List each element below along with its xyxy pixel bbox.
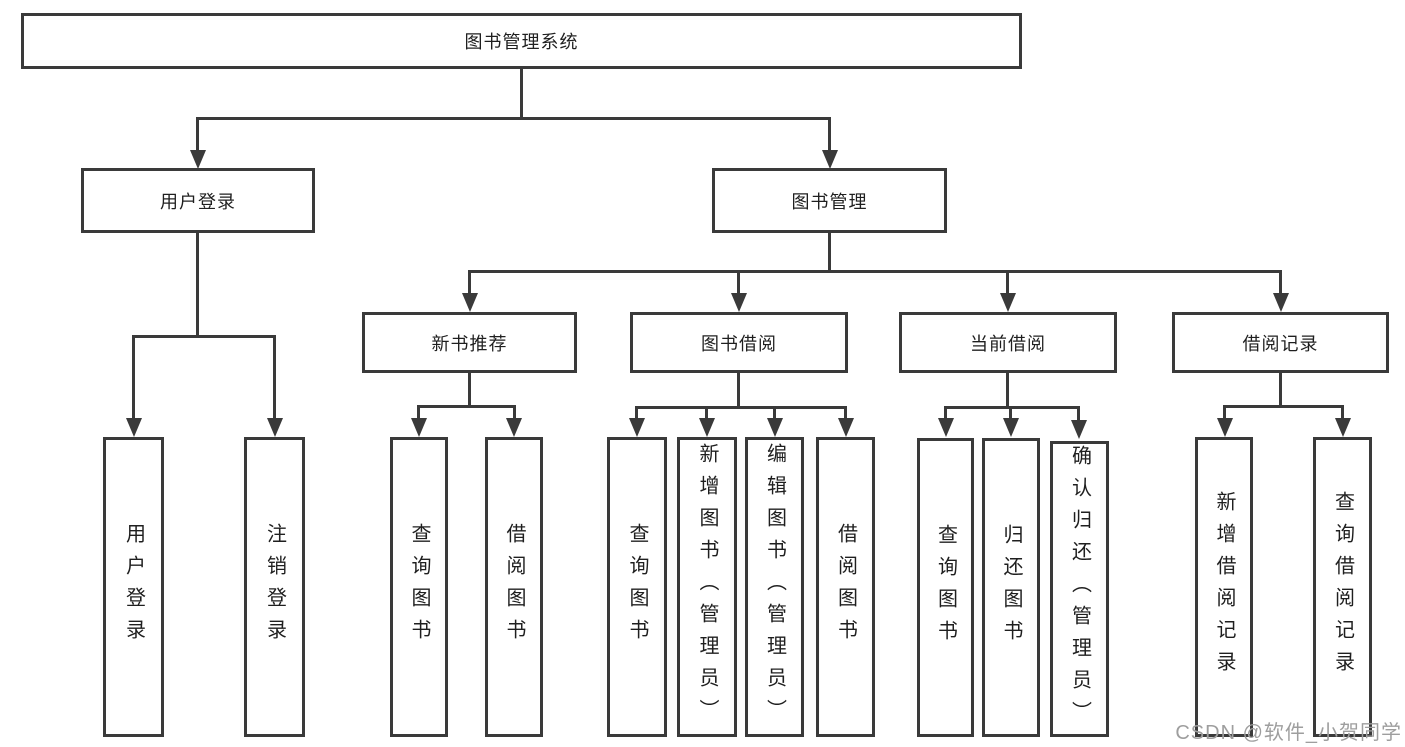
arrow-down-icon <box>1217 418 1233 437</box>
connector-line <box>737 373 740 406</box>
node-borrow-books: 借阅图书 <box>485 437 543 737</box>
arrow-down-icon <box>1003 418 1019 437</box>
node-confirm-return-admin: 确认归还（管理员） <box>1050 441 1109 737</box>
node-borrowing-records: 借阅记录 <box>1172 312 1389 373</box>
connector-line <box>273 335 276 420</box>
connector-line <box>417 405 420 419</box>
node-query-books: 查询图书 <box>917 438 974 737</box>
connector-line <box>828 233 831 270</box>
connector-line <box>196 117 831 120</box>
node-add-borrow-record: 新增借阅记录 <box>1195 437 1253 737</box>
arrow-down-icon <box>629 418 645 437</box>
node-current-borrowing: 当前借阅 <box>899 312 1117 373</box>
arrow-down-icon <box>767 418 783 437</box>
arrow-down-icon <box>731 293 747 312</box>
node-query-books: 查询图书 <box>390 437 448 737</box>
node-add-books-admin: 新增图书（管理员） <box>677 437 737 737</box>
node-edit-books-admin: 编辑图书（管理员） <box>745 437 804 737</box>
connector-line <box>1077 406 1080 420</box>
connector-line <box>844 406 847 419</box>
arrow-down-icon <box>506 418 522 437</box>
arrow-down-icon <box>462 293 478 312</box>
connector-line <box>1223 405 1344 408</box>
node-book-management: 图书管理 <box>712 168 947 233</box>
arrow-down-icon <box>1071 420 1087 439</box>
connector-line <box>828 117 831 152</box>
connector-line <box>944 406 947 419</box>
connector-line <box>1223 405 1226 419</box>
node-library-management-system: 图书管理系统 <box>21 13 1022 69</box>
arrow-down-icon <box>126 418 142 437</box>
connector-line <box>132 335 276 338</box>
arrow-down-icon <box>699 418 715 437</box>
connector-line <box>417 405 516 408</box>
connector-line <box>1341 405 1344 419</box>
connector-line <box>468 373 471 405</box>
connector-line <box>1006 270 1009 294</box>
connector-line <box>513 405 516 419</box>
connector-line <box>468 270 1282 273</box>
connector-line <box>635 406 846 409</box>
node-query-books: 查询图书 <box>607 437 667 737</box>
connector-line <box>1279 270 1282 294</box>
arrow-down-icon <box>838 418 854 437</box>
arrow-down-icon <box>1335 418 1351 437</box>
node-new-book-recommendation: 新书推荐 <box>362 312 577 373</box>
connector-line <box>132 335 135 420</box>
connector-line <box>468 270 471 294</box>
watermark-text: CSDN @软件_小贺同学 <box>1175 722 1402 744</box>
arrow-down-icon <box>1273 293 1289 312</box>
arrow-down-icon <box>190 150 206 169</box>
node-query-borrow-record: 查询借阅记录 <box>1313 437 1372 737</box>
node-user-login-action: 用户登录 <box>103 437 164 737</box>
connector-line <box>737 270 740 294</box>
connector-line <box>705 406 708 419</box>
connector-line <box>1006 373 1009 406</box>
connector-line <box>196 233 199 335</box>
arrow-down-icon <box>411 418 427 437</box>
connector-line <box>773 406 776 419</box>
arrow-down-icon <box>1000 293 1016 312</box>
arrow-down-icon <box>267 418 283 437</box>
node-book-borrowing: 图书借阅 <box>630 312 848 373</box>
connector-line <box>635 406 638 419</box>
connector-line <box>196 117 199 152</box>
node-logout-action: 注销登录 <box>244 437 305 737</box>
connector-line <box>1009 406 1012 419</box>
arrow-down-icon <box>822 150 838 169</box>
node-borrow-books: 借阅图书 <box>816 437 875 737</box>
connector-line <box>520 69 523 117</box>
connector-line <box>944 406 1080 409</box>
node-return-books: 归还图书 <box>982 438 1040 737</box>
node-user-login: 用户登录 <box>81 168 315 233</box>
connector-line <box>1279 373 1282 405</box>
arrow-down-icon <box>938 418 954 437</box>
